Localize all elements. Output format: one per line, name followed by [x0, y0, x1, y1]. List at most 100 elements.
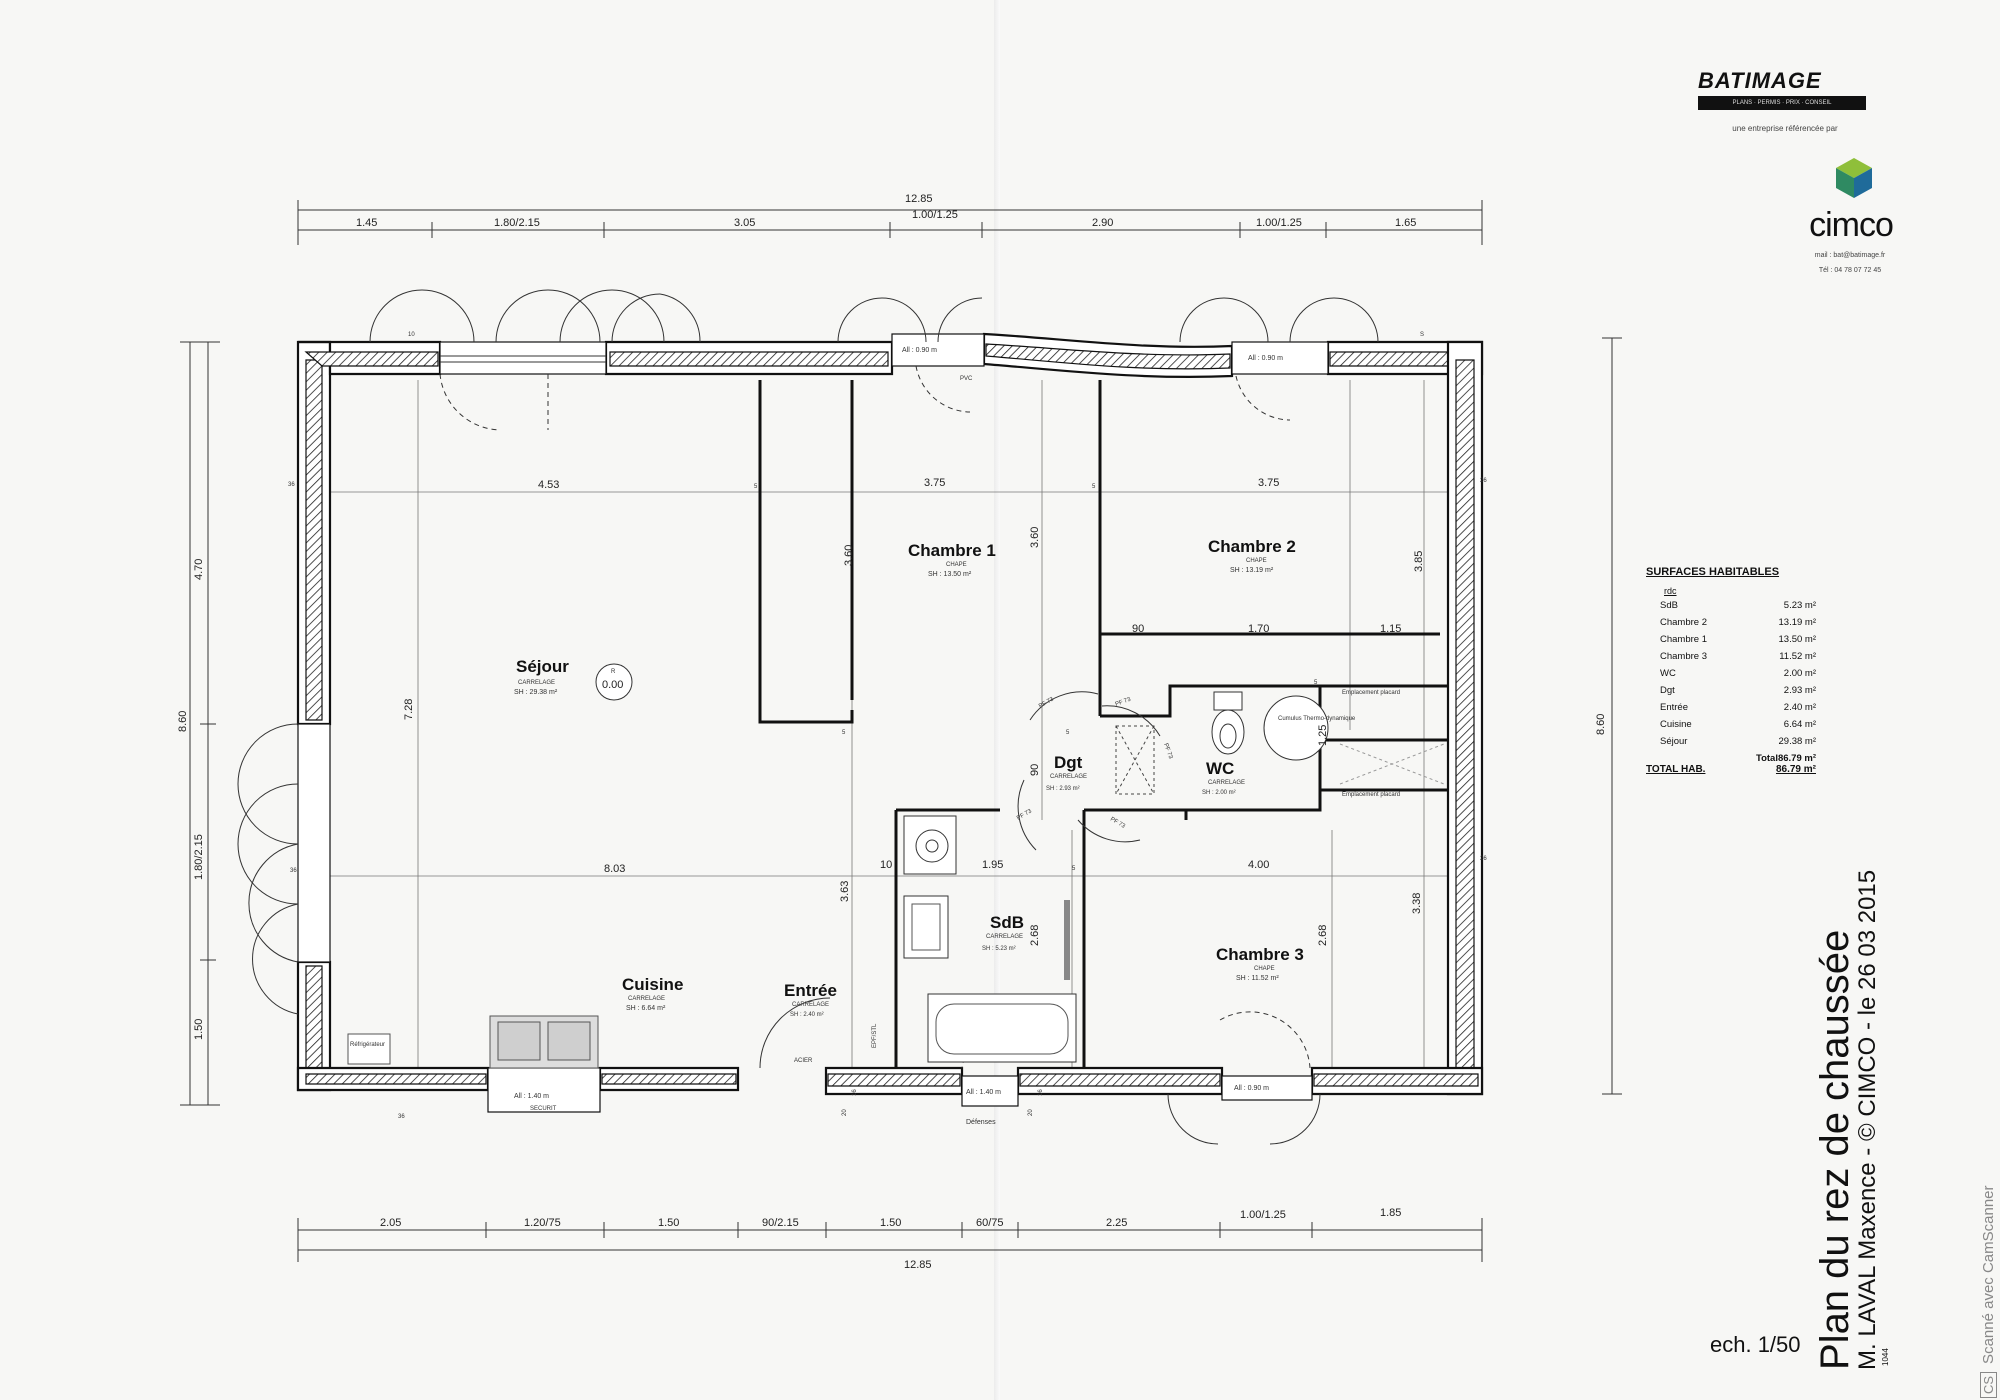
surfaces-area: 2.93 m² [1783, 685, 1816, 696]
wall-thickness: 5 [1066, 730, 1070, 736]
surfaces-total-hab: TOTAL HAB. 86.79 m² [1646, 764, 1816, 775]
surfaces-room: WC [1660, 668, 1676, 679]
wall-thickness: 10 [408, 332, 415, 338]
window-allege: All : 0.90 m [1248, 355, 1283, 362]
room-name: Dgt [1054, 753, 1083, 772]
cimco-logo-text: cimco [1809, 206, 1894, 244]
room-name: Chambre 3 [1216, 945, 1304, 964]
wall-thickness: S [1420, 332, 1424, 338]
room-floor: CARRELAGE [628, 996, 665, 1002]
interior-dims: 4.53 3.75 3.75 90 1.70 1.15 8.03 10 1.95… [288, 332, 1487, 1120]
room-chambre-1: Chambre 1 CHAPE SH : 13.50 m² [908, 541, 996, 578]
window-allege: All : 1.40 m [966, 1089, 1001, 1096]
dim-inner: 4.00 [1248, 859, 1269, 871]
dim-inner: 7.28 [403, 699, 415, 720]
dimension-left: 8.60 4.70 1.80/2.15 1.50 [177, 341, 220, 1106]
opening-labels: All : 0.90 m All : 0.90 m All : 0.90 m A… [350, 347, 1400, 1126]
dim-inner: 3.60 [1029, 527, 1041, 548]
dim-inner: 3.75 [1258, 477, 1279, 489]
dim-left-total: 8.60 [177, 711, 189, 732]
room-name: SdB [990, 913, 1024, 932]
total-hab-value: 86.79 m² [1775, 764, 1816, 775]
dim-top-seg: 1.45 [356, 217, 377, 229]
room-surface: SH : 5.23 m² [982, 946, 1016, 952]
dim-top-seg: 1.65 [1395, 217, 1416, 229]
window-allege: All : 1.40 m [514, 1093, 549, 1100]
dim-inner: 90 [1132, 623, 1144, 635]
dim-bottom-seg: 2.25 [1106, 1217, 1127, 1229]
room-chambre-2: Chambre 2 CHAPE SH : 13.19 m² [1208, 537, 1296, 574]
room-surface: SH : 2.93 m² [1046, 786, 1080, 792]
interior-walls [758, 380, 1448, 1068]
closet-label: Emplacement placard [1342, 792, 1400, 798]
cimco-tel: Tél : 04 78 07 72 45 [1818, 267, 1882, 274]
dim-top-seg: 3.05 [734, 217, 755, 229]
dim-top-seg: 1.80/2.15 [494, 217, 540, 229]
room-floor: CHAPE [1246, 558, 1267, 564]
scanner-text: Scanné avec CamScanner [1980, 1185, 1997, 1364]
dim-bottom-seg: 2.05 [380, 1217, 401, 1229]
wall-thickness: 36 [288, 482, 295, 488]
surfaces-total: Total86.79 m² [1755, 753, 1816, 764]
room-dgt: Dgt CARRELAGE SH : 2.93 m² [1046, 753, 1087, 792]
wall-thickness: 5 [754, 484, 758, 490]
dim-inner: 4.53 [538, 479, 559, 491]
total-hab-label: TOTAL HAB. [1646, 764, 1706, 775]
room-floor: CHAPE [1254, 966, 1275, 972]
surfaces-room: Entrée [1660, 702, 1688, 713]
window-note: Défenses [966, 1119, 996, 1126]
dim-bottom-seg: 1.50 [880, 1217, 901, 1229]
dgt-doors [1017, 691, 1161, 851]
dim-top-seg: 1.00/1.25 [1256, 217, 1302, 229]
room-floor: CHAPE [946, 562, 967, 568]
room-surface: SH : 29.38 m² [514, 689, 558, 696]
dim-inner: 1.95 [982, 859, 1003, 871]
dimension-right: 8.60 [1595, 337, 1622, 1095]
dim-bottom-seg: 1.20/75 [524, 1217, 561, 1229]
surfaces-level: rdc [1664, 586, 1677, 596]
room-name: Entrée [784, 981, 837, 1000]
closet-label: Emplacement placard [1342, 690, 1400, 696]
surfaces-area: 13.50 m² [1778, 634, 1817, 645]
room-floor: CARRELAGE [1050, 774, 1087, 780]
room-labels: Séjour CARRELAGE SH : 29.38 m² Chambre 1… [514, 537, 1304, 1018]
wall-thickness: 20 [1028, 1109, 1034, 1116]
room-floor: CARRELAGE [518, 680, 555, 686]
surfaces-area: 11.52 m² [1779, 651, 1816, 662]
room-sejour: Séjour CARRELAGE SH : 29.38 m² [514, 657, 569, 696]
window-material: PVC [960, 376, 973, 382]
wall-thickness: 26 [1480, 856, 1487, 862]
dim-inner: 10 [880, 859, 892, 871]
plan-subtitle: M. LAVAL Maxence - © CIMCO - le 26 03 20… [1854, 869, 1881, 1370]
dim-bottom-seg: 60/75 [976, 1217, 1004, 1229]
dim-inner: 90 [1029, 764, 1041, 776]
window-note: SECURIT [530, 1106, 557, 1112]
surfaces-title: SURFACES HABITABLES [1646, 566, 1780, 578]
room-surface: SH : 2.00 m² [1202, 790, 1236, 796]
surfaces-area: 2.00 m² [1783, 668, 1816, 679]
surfaces-room: Cuisine [1660, 719, 1692, 730]
plan-ref: 1044 [1881, 1348, 1890, 1366]
scanner-watermark: CS Scanné avec CamScanner [1980, 1185, 1997, 1398]
dimension-bottom: 2.05 1.20/75 1.50 90/2.15 1.50 60/75 2.2… [297, 1207, 1483, 1271]
wall-thickness: 36 [398, 1114, 405, 1120]
dim-inner: 2.68 [1317, 925, 1329, 946]
wall-thickness: 26 [1480, 478, 1487, 484]
dim-bottom-seg: 90/2.15 [762, 1217, 799, 1229]
window-allege: All : 0.90 m [902, 347, 937, 354]
dim-inner: 1.25 [1317, 725, 1329, 746]
dim-right-total: 8.60 [1595, 714, 1607, 735]
surfaces-room: Séjour [1660, 736, 1688, 747]
window-allege: All : 0.90 m [1234, 1085, 1269, 1092]
wall-thickness: 20 [842, 1109, 848, 1116]
batimage-logo: BATIMAGE PLANS · PERMIS · PRIX · CONSEIL [1698, 68, 1866, 120]
cumulus-label: Cumulus Thermo-dynamique [1278, 716, 1356, 722]
dim-left-seg: 1.50 [193, 1019, 205, 1040]
camscanner-icon: CS [1980, 1371, 1997, 1398]
dim-inner: 3.63 [839, 881, 851, 902]
surfaces-area: 6.64 m² [1783, 719, 1816, 730]
dim-inner: 8.03 [604, 863, 625, 875]
